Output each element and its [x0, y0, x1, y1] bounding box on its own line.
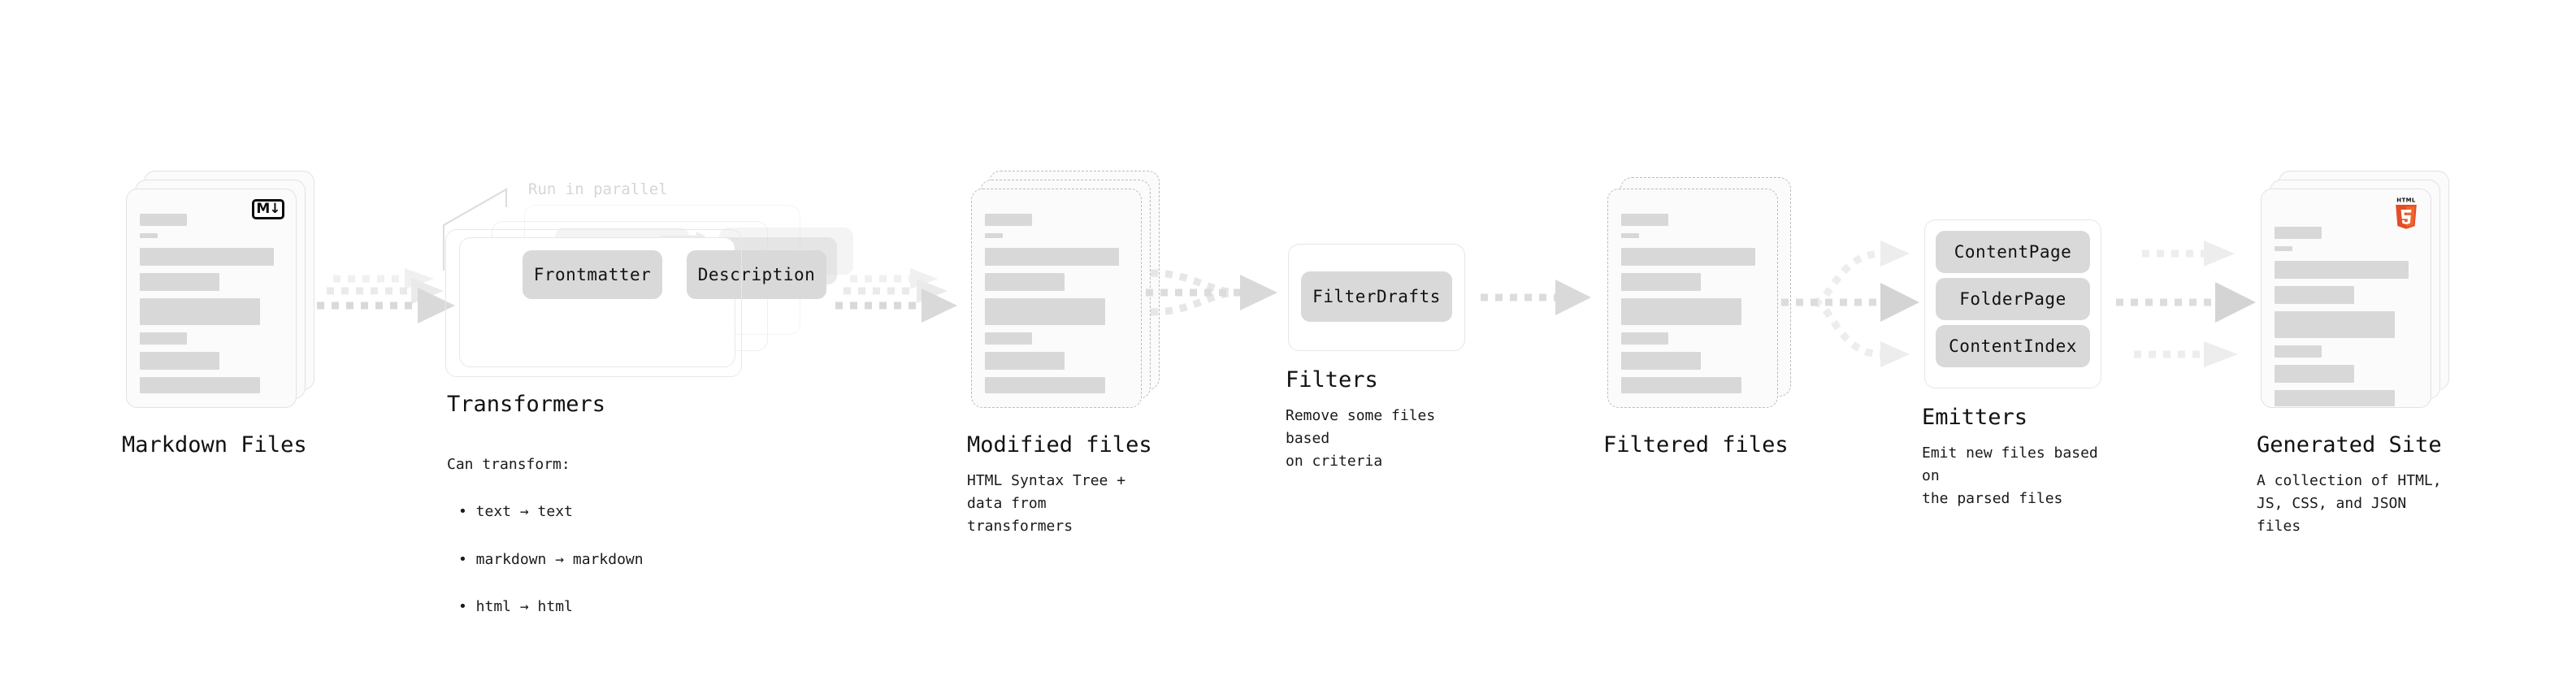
svg-text:HTML: HTML: [2396, 197, 2416, 203]
stage-subtitle-generated-site: A collection of HTML, JS, CSS, and JSON …: [2257, 472, 2442, 535]
arrow-fan-out-dashed-icon: [1781, 241, 1919, 367]
placeholder-lines: [985, 214, 1128, 401]
html5-icon: HTML: [2392, 196, 2421, 232]
arrow-triple-parallel-dashed-icon: [2116, 241, 2256, 367]
arrow-modified-to-filters: [1146, 262, 1292, 367]
arrow-transformers-to-modified: [835, 268, 965, 358]
emitter-pill-contentindex-label: ContentIndex: [1949, 336, 2077, 356]
markdown-file-stack: M↓ M↓ M↓: [126, 171, 314, 410]
stage-title-markdown-files: Markdown Files: [122, 432, 307, 458]
arrow-filtered-to-emitters: [1781, 236, 1936, 390]
modified-file-front: [971, 189, 1142, 408]
filter-pill-filterdrafts[interactable]: FilterDrafts: [1301, 271, 1452, 322]
arrow-markdown-to-transformers: [317, 268, 463, 358]
arrow-triple-dashed-icon: [835, 268, 957, 323]
filtered-file-front: [1607, 189, 1778, 408]
stage-title-emitters: Emitters: [1922, 405, 2028, 430]
arrow-emitters-to-site: [2116, 236, 2262, 390]
filtered-file-stack: [1607, 177, 1796, 410]
emitter-pill-folderpage-label: FolderPage: [1959, 289, 2066, 309]
stage-filtered-files: Filtered files: [1603, 177, 1796, 458]
placeholder-lines: [2275, 227, 2418, 414]
stage-title-transformers: Transformers: [447, 392, 606, 417]
stage-subtitle-emitters: Emit new files based on the parsed files: [1922, 445, 2098, 507]
emitter-pill-contentpage[interactable]: ContentPage: [1936, 231, 2090, 273]
generated-file-front-html: HTML: [2261, 189, 2431, 408]
stage-title-modified-files: Modified files: [967, 432, 1152, 458]
placeholder-lines: [1621, 214, 1764, 401]
run-in-parallel-bracket-icon: [442, 188, 508, 271]
emitter-pill-folderpage[interactable]: FolderPage: [1936, 278, 2090, 320]
emitter-pill-contentindex[interactable]: ContentIndex: [1936, 325, 2090, 367]
stage-title-filters: Filters: [1286, 367, 1378, 393]
arrow-fan-in-dashed-icon: [1146, 269, 1277, 316]
placeholder-lines: [140, 214, 283, 401]
emitter-pill-contentpage-label: ContentPage: [1954, 242, 2072, 262]
transformer-pill-frontmatter-label: Frontmatter: [533, 265, 652, 284]
stage-transformers: Run in parallel Frontmatter: [442, 180, 853, 615]
run-in-parallel-label: Run in parallel: [528, 180, 668, 198]
transformers-list-item-2: • html → html: [458, 598, 573, 616]
markdown-badge-label: M↓: [252, 199, 284, 219]
markdown-icon: M↓: [252, 199, 284, 219]
stage-subtitle-transformers: Can transform: • text → text • markdown …: [447, 429, 644, 642]
stage-subtitle-modified-files: HTML Syntax Tree + data from transformer…: [967, 472, 1126, 535]
arrow-dashed-icon: [1481, 280, 1591, 315]
transformer-outer-frame: [445, 229, 742, 377]
transformer-pill-frontmatter[interactable]: Frontmatter: [523, 250, 662, 299]
transformers-subtitle-head: Can transform:: [447, 456, 570, 474]
arrow-triple-dashed-icon: [317, 268, 455, 323]
transformers-list-item-0: • text → text: [458, 503, 573, 521]
arrow-filters-to-filtered: [1481, 280, 1594, 328]
stage-generated-site: CSS HTML: [2257, 171, 2449, 535]
stage-title-generated-site: Generated Site: [2257, 432, 2442, 458]
stage-title-filtered-files: Filtered files: [1603, 432, 1789, 458]
transformers-list-item-1: • markdown → markdown: [458, 550, 644, 568]
generated-file-stack: CSS HTML: [2261, 171, 2449, 410]
stage-modified-files: Modified files HTML Syntax Tree + data f…: [967, 171, 1160, 535]
stage-markdown-files: M↓ M↓ M↓: [122, 171, 314, 458]
transformer-pill-description-label: Description: [697, 265, 816, 284]
markdown-file-front: M↓: [126, 189, 297, 408]
filter-pill-filterdrafts-label: FilterDrafts: [1312, 287, 1441, 306]
modified-file-stack: [971, 171, 1160, 410]
transformer-pill-description[interactable]: Description: [687, 250, 826, 299]
stage-subtitle-filters: Remove some files based on criteria: [1286, 407, 1436, 470]
